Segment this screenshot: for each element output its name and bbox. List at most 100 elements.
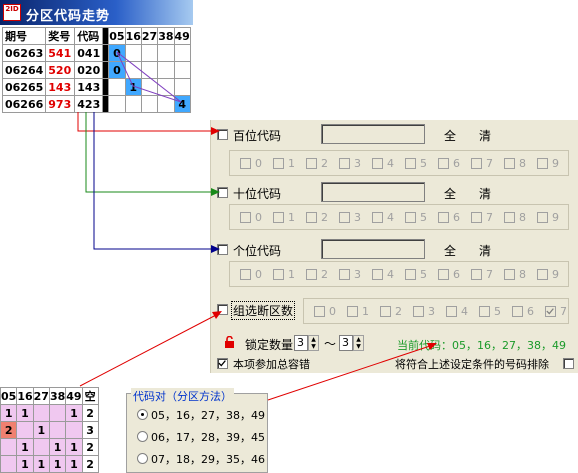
digit-checkbox-6[interactable]: 6 bbox=[438, 268, 470, 282]
digit-checkbox-5[interactable]: 5 bbox=[405, 157, 437, 171]
lock-from-input[interactable]: 3 bbox=[294, 335, 308, 351]
digit-checkbox-box[interactable] bbox=[240, 212, 251, 223]
pair-option-radio-0[interactable] bbox=[137, 409, 148, 420]
units-checkbox[interactable] bbox=[217, 244, 228, 255]
digit-checkbox-0[interactable]: 0 bbox=[314, 305, 346, 319]
digit-checkbox-box[interactable] bbox=[438, 212, 449, 223]
digit-checkbox-box[interactable] bbox=[471, 212, 482, 223]
digit-checkbox-1[interactable]: 1 bbox=[347, 305, 379, 319]
digit-checkbox-box[interactable] bbox=[339, 212, 350, 223]
lock-to-input[interactable]: 3 bbox=[339, 335, 353, 351]
include-tolerance-checkbox[interactable] bbox=[217, 358, 228, 369]
digit-checkbox-box[interactable] bbox=[537, 158, 548, 169]
digit-checkbox-box[interactable] bbox=[537, 269, 548, 280]
digit-checkbox-5[interactable]: 5 bbox=[405, 268, 437, 282]
digit-checkbox-box[interactable] bbox=[240, 158, 251, 169]
digit-checkbox-box[interactable] bbox=[380, 306, 391, 317]
hundreds-clear-button[interactable]: 清 bbox=[479, 129, 492, 143]
tens-all-button[interactable]: 全 bbox=[444, 187, 457, 201]
digit-checkbox-5[interactable]: 5 bbox=[479, 305, 511, 319]
lock-from-spinner[interactable]: ▲▼ bbox=[308, 335, 319, 351]
exclude-checkbox[interactable] bbox=[563, 358, 574, 369]
hundreds-checkbox[interactable] bbox=[217, 129, 228, 140]
digit-checkbox-0[interactable]: 0 bbox=[240, 268, 272, 282]
digit-checkbox-box[interactable] bbox=[471, 158, 482, 169]
tens-clear-button[interactable]: 清 bbox=[479, 187, 492, 201]
digit-checkbox-box[interactable] bbox=[446, 306, 457, 317]
hundreds-all-button[interactable]: 全 bbox=[444, 129, 457, 143]
digit-checkbox-7[interactable]: 7 bbox=[471, 157, 503, 171]
digit-checkbox-2[interactable]: 2 bbox=[306, 157, 338, 171]
digit-checkbox-4[interactable]: 4 bbox=[372, 211, 404, 225]
digit-checkbox-box[interactable] bbox=[273, 212, 284, 223]
digit-checkbox-box[interactable] bbox=[306, 158, 317, 169]
digit-checkbox-box[interactable] bbox=[240, 269, 251, 280]
digit-checkbox-box[interactable] bbox=[314, 306, 325, 317]
digit-checkbox-box[interactable] bbox=[504, 212, 515, 223]
hundreds-code-field[interactable] bbox=[321, 124, 425, 144]
digit-checkbox-box[interactable] bbox=[372, 269, 383, 280]
lock-to-spinner[interactable]: ▲▼ bbox=[353, 335, 364, 351]
digit-checkbox-box[interactable] bbox=[545, 306, 556, 317]
digit-checkbox-5[interactable]: 5 bbox=[405, 211, 437, 225]
digit-checkbox-4[interactable]: 4 bbox=[446, 305, 478, 319]
units-all-button[interactable]: 全 bbox=[444, 244, 457, 258]
digit-checkbox-7[interactable]: 7 bbox=[471, 268, 503, 282]
digit-checkbox-1[interactable]: 1 bbox=[273, 157, 305, 171]
digit-checkbox-3[interactable]: 3 bbox=[413, 305, 445, 319]
digit-checkbox-box[interactable] bbox=[438, 269, 449, 280]
digit-checkbox-6[interactable]: 6 bbox=[438, 157, 470, 171]
digit-checkbox-7[interactable]: 7 bbox=[545, 305, 577, 319]
digit-checkbox-box[interactable] bbox=[405, 158, 416, 169]
digit-checkbox-4[interactable]: 4 bbox=[372, 157, 404, 171]
digit-checkbox-2[interactable]: 2 bbox=[306, 211, 338, 225]
digit-checkbox-8[interactable]: 8 bbox=[504, 268, 536, 282]
digit-checkbox-box[interactable] bbox=[413, 306, 424, 317]
digit-checkbox-box[interactable] bbox=[347, 306, 358, 317]
digit-checkbox-7[interactable]: 7 bbox=[471, 211, 503, 225]
digit-checkbox-4[interactable]: 4 bbox=[372, 268, 404, 282]
digit-checkbox-box[interactable] bbox=[339, 158, 350, 169]
trend-empty-cell bbox=[108, 95, 126, 113]
tens-checkbox[interactable] bbox=[217, 187, 228, 198]
zone-cell: 2 bbox=[0, 421, 18, 439]
tens-code-field[interactable] bbox=[321, 182, 425, 202]
digit-checkbox-0[interactable]: 0 bbox=[240, 157, 272, 171]
digit-checkbox-9[interactable]: 9 bbox=[537, 268, 569, 282]
units-clear-button[interactable]: 清 bbox=[479, 244, 492, 258]
digit-checkbox-box[interactable] bbox=[306, 269, 317, 280]
digit-checkbox-box[interactable] bbox=[372, 212, 383, 223]
digit-checkbox-box[interactable] bbox=[504, 269, 515, 280]
digit-checkbox-box[interactable] bbox=[471, 269, 482, 280]
digit-checkbox-2[interactable]: 2 bbox=[306, 268, 338, 282]
digit-checkbox-box[interactable] bbox=[273, 158, 284, 169]
digit-checkbox-8[interactable]: 8 bbox=[504, 157, 536, 171]
digit-checkbox-9[interactable]: 9 bbox=[537, 211, 569, 225]
digit-checkbox-3[interactable]: 3 bbox=[339, 211, 371, 225]
digit-checkbox-3[interactable]: 3 bbox=[339, 157, 371, 171]
digit-checkbox-6[interactable]: 6 bbox=[438, 211, 470, 225]
digit-checkbox-box[interactable] bbox=[405, 269, 416, 280]
digit-checkbox-3[interactable]: 3 bbox=[339, 268, 371, 282]
digit-checkbox-box[interactable] bbox=[273, 269, 284, 280]
digit-checkbox-9[interactable]: 9 bbox=[537, 157, 569, 171]
pair-option-radio-2[interactable] bbox=[137, 453, 148, 464]
digit-checkbox-box[interactable] bbox=[512, 306, 523, 317]
units-code-field[interactable] bbox=[321, 239, 425, 259]
group-checkbox[interactable] bbox=[217, 304, 228, 315]
digit-checkbox-box[interactable] bbox=[306, 212, 317, 223]
digit-checkbox-box[interactable] bbox=[339, 269, 350, 280]
digit-checkbox-2[interactable]: 2 bbox=[380, 305, 412, 319]
digit-checkbox-0[interactable]: 0 bbox=[240, 211, 272, 225]
pair-option-radio-1[interactable] bbox=[137, 431, 148, 442]
digit-checkbox-box[interactable] bbox=[438, 158, 449, 169]
digit-checkbox-8[interactable]: 8 bbox=[504, 211, 536, 225]
digit-checkbox-box[interactable] bbox=[504, 158, 515, 169]
digit-checkbox-box[interactable] bbox=[537, 212, 548, 223]
digit-checkbox-box[interactable] bbox=[405, 212, 416, 223]
digit-checkbox-6[interactable]: 6 bbox=[512, 305, 544, 319]
digit-checkbox-1[interactable]: 1 bbox=[273, 268, 305, 282]
digit-checkbox-box[interactable] bbox=[372, 158, 383, 169]
digit-checkbox-1[interactable]: 1 bbox=[273, 211, 305, 225]
digit-checkbox-box[interactable] bbox=[479, 306, 490, 317]
